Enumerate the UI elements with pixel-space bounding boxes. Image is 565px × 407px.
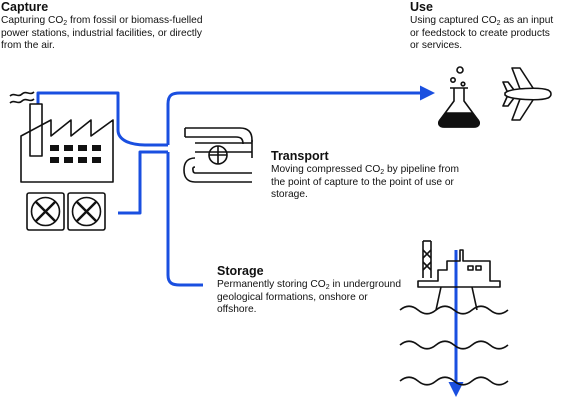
transport-description: Moving compressed CO2 by pipeline from t… (271, 164, 459, 201)
airplane-icon (502, 67, 552, 121)
flow-to-storage (166, 152, 203, 287)
capture-description: Capturing CO2 from fossil or biomass-fue… (1, 15, 203, 52)
fan-unit-icon (26, 192, 106, 231)
transport-title: Transport (271, 149, 329, 163)
factory-icon (9, 91, 114, 183)
flow-chimney-to-hub (36, 91, 168, 147)
smoke-icon (9, 91, 35, 97)
flow-to-use (166, 85, 435, 145)
use-block: Use Using captured CO2 as an input or fe… (410, 0, 560, 53)
storage-block: Storage Permanently storing CO2 in under… (217, 264, 407, 317)
capture-title: Capture (1, 0, 49, 14)
pipeline-icon (183, 127, 253, 183)
transport-block: Transport Moving compressed CO2 by pipel… (271, 149, 461, 202)
co2-flow-lines (36, 85, 464, 397)
flow-fans-to-hub (118, 150, 168, 215)
storage-description: Permanently storing CO2 in underground g… (217, 279, 401, 316)
offshore-platform-icon (417, 240, 501, 311)
flask-icon (437, 66, 481, 128)
use-description: Using captured CO2 as an input or feedst… (410, 15, 554, 52)
storage-title: Storage (217, 264, 264, 278)
capture-block: Capture Capturing CO2 from fossil or bio… (1, 0, 223, 53)
waves-icon (399, 305, 509, 386)
use-title: Use (410, 0, 433, 14)
